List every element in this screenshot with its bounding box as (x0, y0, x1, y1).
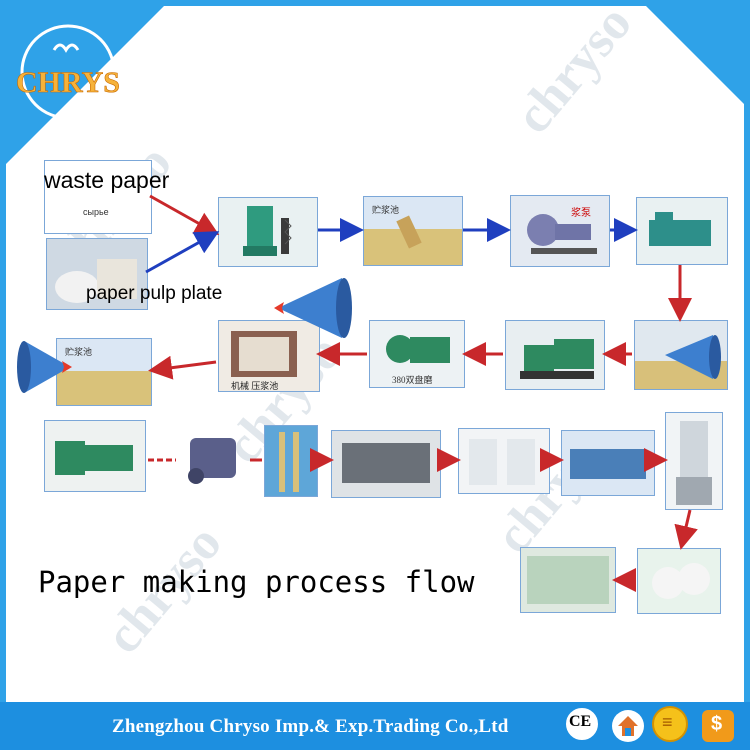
storage-tank-image-2: 贮浆池 (56, 338, 152, 406)
cone-refiner-icon (17, 341, 72, 393)
logo-text: CHRYS (16, 66, 120, 99)
refiner-motor-icon (188, 438, 236, 484)
screen-machine-image (636, 197, 728, 265)
corner-top-right (640, 0, 750, 110)
frame-top (0, 0, 750, 6)
press-machine-image: 机械 压浆池 (218, 320, 320, 392)
band-saw-image (665, 412, 723, 510)
ce-badge: CE (564, 706, 600, 742)
waste-paper-label: waste paper (44, 167, 170, 193)
paper-machine-image (331, 430, 441, 498)
storage-tank-label-2: 贮浆池 (65, 347, 93, 357)
paper-pulp-plate-label: paper pulp plate (86, 283, 223, 304)
coin-icon: ≡ (652, 706, 688, 742)
storage-tank-label-1: 贮浆池 (372, 205, 400, 215)
toilet-paper-product-image (637, 548, 721, 614)
packaged-products-image (520, 547, 616, 613)
waste-paper-image: сырье (44, 160, 152, 234)
storage-tank-image-1: 贮浆池 (363, 196, 463, 266)
waste-paper-sub-label: сырье (83, 207, 109, 217)
cone-refiner-image-1 (634, 320, 728, 390)
paper-pulp-plate-image (46, 238, 148, 310)
paper-roll-image (458, 428, 550, 494)
frame-right (744, 0, 750, 750)
company-name: Zhengzhou Chryso Imp.& Exp.Trading Co.,L… (112, 716, 509, 737)
dollar-icon: $ (702, 710, 734, 742)
rewinding-machine-image (561, 430, 655, 496)
hydrapulper-image (218, 197, 318, 267)
frame-left (0, 0, 6, 750)
diagram-title: Paper making process flow (38, 565, 475, 599)
pump-motor-image-2 (44, 420, 146, 492)
cone-refiner-icon (274, 278, 352, 338)
house-icon (612, 710, 644, 742)
ce-badge-text: CE (569, 713, 592, 730)
grinder-label: 380双盘磨 (392, 375, 433, 385)
chrys-logo: CHRYS (16, 24, 120, 120)
pump-motor-image-1 (505, 320, 605, 390)
pulp-pump-image: 浆泵 (510, 195, 610, 267)
pulp-pump-label: 浆泵 (571, 208, 591, 219)
double-disc-refiner-image: 380双盘磨 (369, 320, 465, 388)
press-label: 机械 压浆池 (231, 381, 279, 391)
pressure-screen-image (264, 425, 318, 497)
